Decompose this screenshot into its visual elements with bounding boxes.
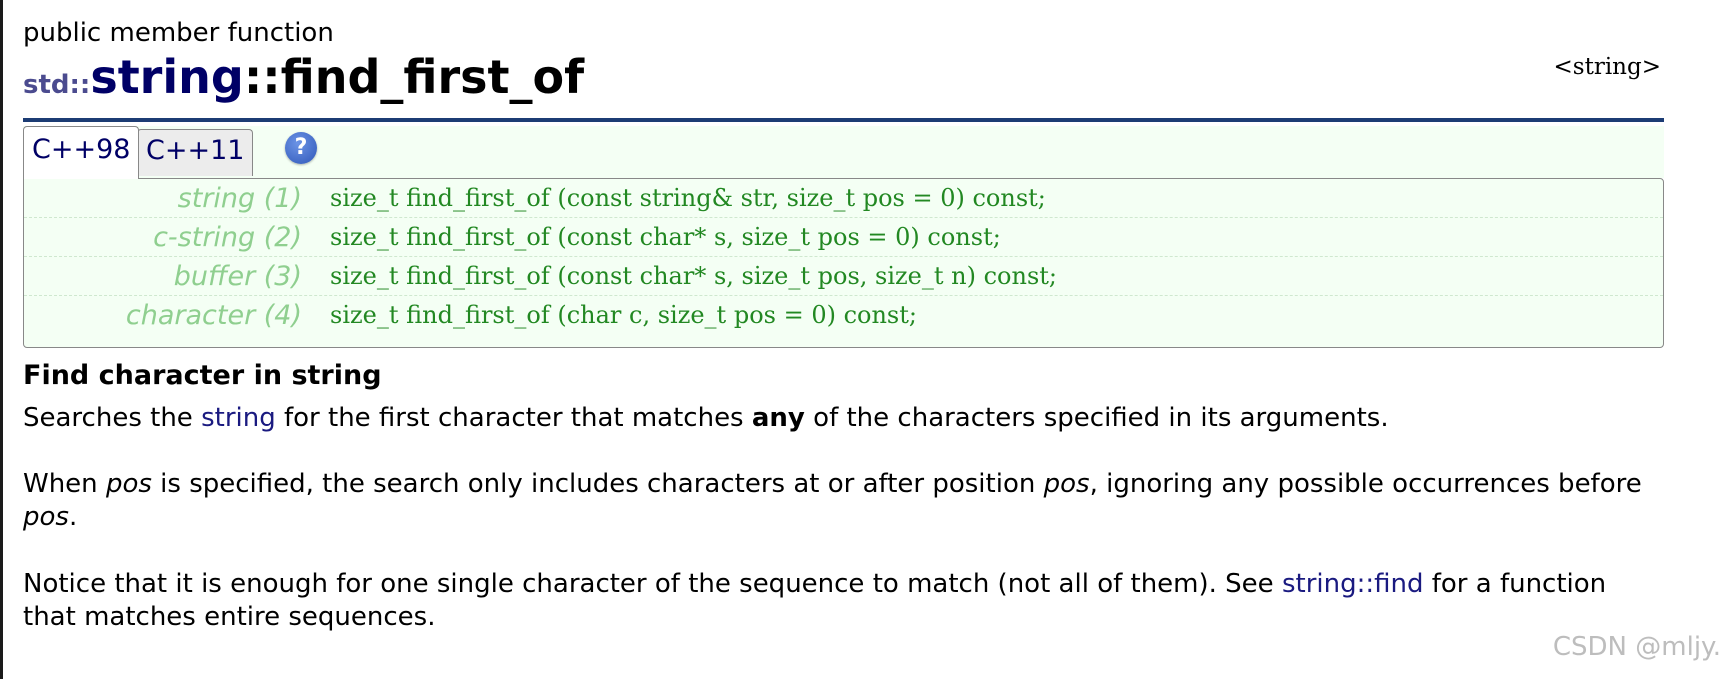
title-divider (23, 118, 1664, 122)
text-run: When (23, 469, 106, 499)
page-title: std::string::find_first_of (23, 50, 584, 104)
prototype-code: size_t find_first_of (char c, size_t pos… (330, 301, 917, 329)
text-run: Searches the (23, 403, 202, 433)
prototype-label: buffer (3) (173, 261, 302, 292)
prototype-label: character (4) (125, 300, 302, 331)
text-run: for a function that matches entire seque… (23, 569, 1607, 632)
tab-cpp98[interactable]: C++98 (23, 126, 140, 179)
help-icon[interactable]: ? (285, 132, 317, 164)
description-paragraph-1: Searches the string for the first charac… (23, 402, 1663, 435)
param-pos: pos (105, 469, 152, 499)
prototype-table: string (1) size_t find_first_of (const s… (23, 178, 1664, 348)
prototype-code: size_t find_first_of (const char* s, siz… (330, 223, 1001, 251)
description-paragraph-3: Notice that it is enough for one single … (23, 568, 1663, 634)
text-run: , ignoring any possible occurrences befo… (1089, 469, 1642, 499)
text-run: of the characters specified in its argum… (804, 403, 1389, 433)
text-run: Notice that it is enough for one single … (23, 569, 1282, 599)
description-title: Find character in string (23, 360, 382, 391)
header-file-tag: <string> (1553, 54, 1661, 80)
string-link[interactable]: string (201, 403, 276, 433)
prototype-row: character (4) size_t find_first_of (char… (24, 296, 1663, 334)
tab-cpp11[interactable]: C++11 (137, 129, 254, 176)
emphasis-any: any (751, 403, 805, 433)
description-paragraph-2: When pos is specified, the search only i… (23, 468, 1663, 534)
prototype-row: string (1) size_t find_first_of (const s… (24, 179, 1663, 218)
prototype-code: size_t find_first_of (const string& str,… (330, 184, 1046, 212)
text-run: for the first character that matches (275, 403, 752, 433)
string-find-link[interactable]: string::find (1281, 569, 1424, 599)
function-name: find_first_of (280, 50, 585, 104)
namespace-prefix: std:: (23, 70, 91, 100)
member-category: public member function (23, 18, 334, 48)
text-run: . (68, 502, 78, 532)
prototype-code: size_t find_first_of (const char* s, siz… (330, 262, 1057, 290)
standard-tabs: C++98 C++11 ? (23, 126, 1664, 179)
param-pos: pos (23, 502, 69, 532)
watermark: CSDN @mljy. (1552, 632, 1721, 662)
prototype-row: c-string (2) size_t find_first_of (const… (24, 218, 1663, 257)
prototype-label: string (1) (177, 183, 302, 214)
param-pos: pos (1043, 469, 1090, 499)
text-run: is specified, the search only includes c… (151, 469, 1044, 499)
prototype-label: c-string (2) (153, 222, 302, 253)
scope-separator: :: (243, 50, 281, 104)
class-name: string (90, 50, 244, 104)
prototype-row: buffer (3) size_t find_first_of (const c… (24, 257, 1663, 296)
